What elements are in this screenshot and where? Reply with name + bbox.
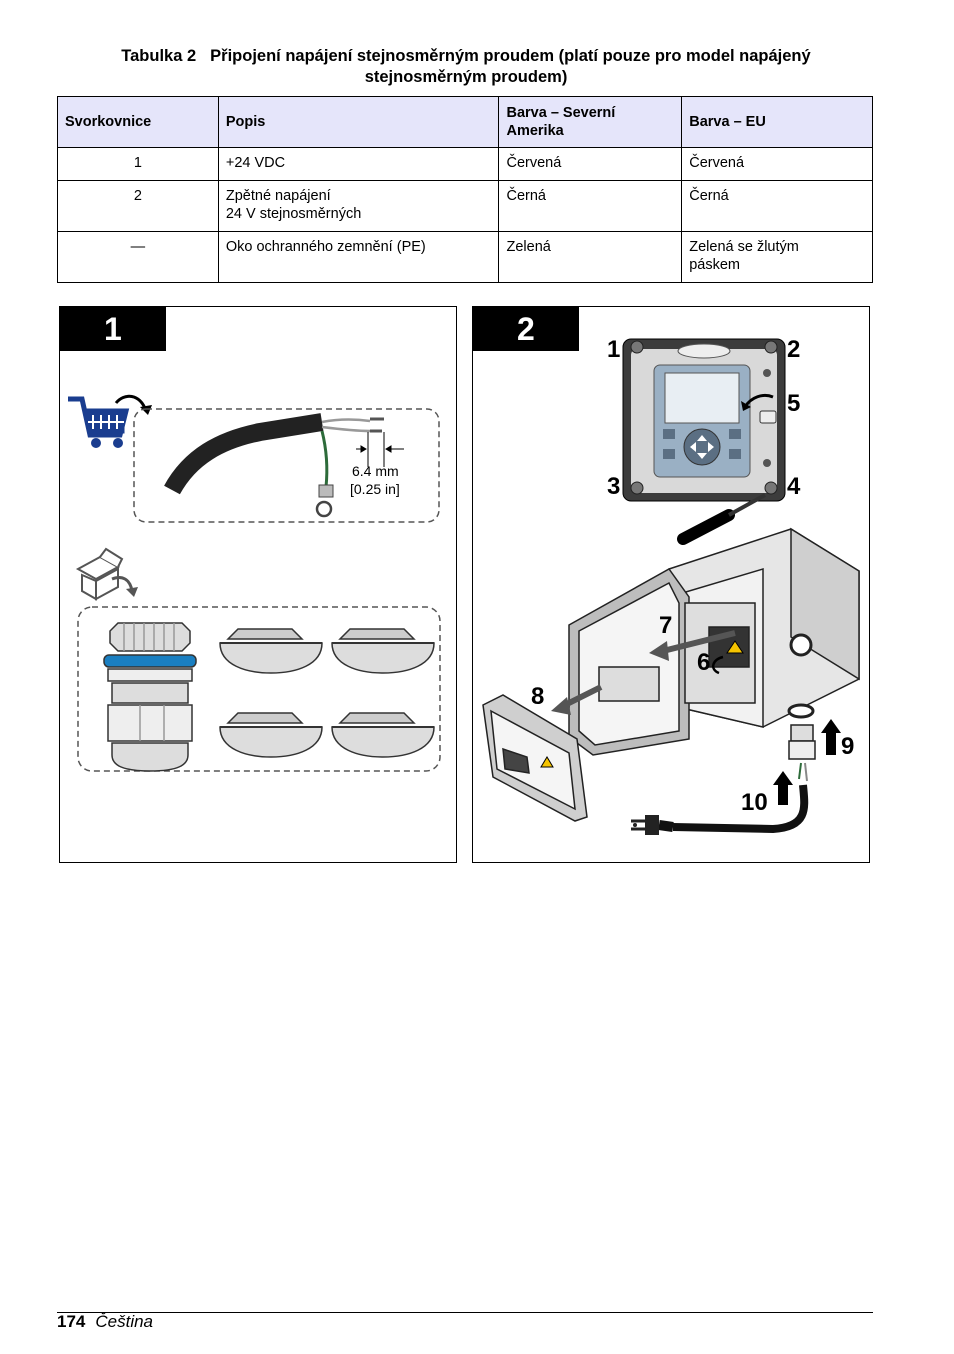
table-row: 2 Zpětné napájení 24 V stejnosměrných Čer… bbox=[57, 180, 873, 232]
dimension-in: [0.25 in] bbox=[350, 481, 400, 497]
shopping-cart-icon bbox=[68, 396, 130, 448]
arrow-icon bbox=[662, 630, 736, 654]
illustration-panel-2: 2 1 2 5 3 4 7 6 8 9 10 bbox=[472, 306, 870, 863]
cell-description: Oko ochranného zemnění (PE) bbox=[217, 231, 500, 283]
rotate-arrow-icon bbox=[711, 655, 724, 675]
desc-line1: Zpětné napájení bbox=[225, 188, 331, 204]
step-badge-2: 2 bbox=[473, 307, 579, 351]
page-footer: 174 Čeština bbox=[57, 1312, 153, 1332]
desc-line2: 24 V stejnosměrných bbox=[225, 206, 362, 222]
cable-gland-icon bbox=[787, 703, 816, 760]
cell-color-na: Zelená bbox=[498, 231, 683, 283]
caption-line1: Připojení napájení stejnosměrným proudem… bbox=[210, 47, 811, 65]
illustration-panel-1: 6.4 mm [0.25 in] bbox=[59, 306, 457, 863]
dimension-marker bbox=[356, 432, 404, 467]
callout-10: 10 bbox=[741, 789, 768, 816]
seal-plug-icon bbox=[219, 712, 323, 758]
parts-kit-box bbox=[77, 606, 441, 772]
cell-color-eu: Černá bbox=[681, 180, 873, 232]
callout-1: 1 bbox=[607, 336, 621, 363]
callout-8: 8 bbox=[531, 683, 545, 710]
callout-7: 7 bbox=[659, 612, 673, 639]
seal-plug-icon bbox=[331, 628, 435, 674]
callout-2: 2 bbox=[787, 336, 801, 363]
table-row: — Oko ochranného zemnění (PE) Zelená Zel… bbox=[57, 231, 873, 283]
arrow-icon bbox=[563, 684, 603, 708]
cell-color-na: Černá bbox=[498, 180, 683, 232]
seal-plug-icon bbox=[219, 628, 323, 674]
cell-description: Zpětné napájení 24 V stejnosměrných bbox=[217, 180, 500, 232]
table-header-row: Svorkovnice Popis Barva – Severní Amerik… bbox=[57, 96, 873, 148]
header-terminal: Svorkovnice bbox=[57, 96, 219, 148]
power-cable-icon bbox=[164, 413, 384, 518]
table-caption: Tabulka 2 Připojení napájení stejnosměrný… bbox=[60, 46, 872, 88]
caption-line2: stejnosměrným proudem) bbox=[364, 68, 568, 86]
callout-5: 5 bbox=[787, 390, 801, 417]
footer-rule bbox=[57, 1312, 873, 1313]
cable-detail-box bbox=[133, 408, 440, 523]
seal-plug-icon bbox=[331, 712, 435, 758]
callout-4: 4 bbox=[787, 473, 801, 500]
controller-front-icon bbox=[622, 338, 786, 502]
panel2-illustration bbox=[482, 338, 860, 835]
table-row: 1 +24 VDC Červená Červená bbox=[57, 147, 873, 181]
eu-line1: Zelená se žlutým bbox=[689, 239, 799, 255]
footer-language: Čeština bbox=[95, 1312, 154, 1331]
open-box-icon bbox=[75, 547, 124, 601]
terminal-cover-icon bbox=[482, 694, 588, 822]
callout-6: 6 bbox=[697, 649, 711, 676]
cell-color-eu: Zelená se žlutým páskem bbox=[681, 231, 873, 283]
desc-line1: +24 VDC bbox=[225, 155, 286, 171]
header-color-eu: Barva – EU bbox=[681, 96, 873, 148]
callout-3: 3 bbox=[607, 473, 621, 500]
dc-power-table: Svorkovnice Popis Barva – Severní Amerik… bbox=[57, 96, 873, 283]
panel1-illustration: 6.4 mm [0.25 in] bbox=[68, 394, 441, 772]
cell-terminal: 1 bbox=[57, 147, 219, 181]
cell-terminal: 2 bbox=[57, 180, 219, 232]
caption-label: Tabulka 2 bbox=[121, 47, 197, 65]
open-enclosure-icon bbox=[568, 527, 860, 756]
screwdriver-icon bbox=[677, 493, 766, 545]
dimension-mm: 6.4 mm bbox=[352, 463, 399, 479]
header-description: Popis bbox=[217, 96, 500, 148]
cell-color-eu: Červená bbox=[681, 147, 873, 181]
page-number: 174 bbox=[57, 1312, 86, 1331]
cell-description: +24 VDC bbox=[217, 147, 500, 181]
step-badge-1: 1 bbox=[60, 307, 166, 351]
cell-terminal: — bbox=[57, 231, 219, 283]
cable-gland-icon bbox=[103, 622, 197, 772]
cell-color-na: Červená bbox=[498, 147, 683, 181]
eu-line2: páskem bbox=[689, 257, 741, 273]
power-cord-icon bbox=[631, 762, 809, 835]
callout-9: 9 bbox=[841, 733, 855, 760]
header-color-na: Barva – Severní Amerika bbox=[498, 96, 683, 148]
